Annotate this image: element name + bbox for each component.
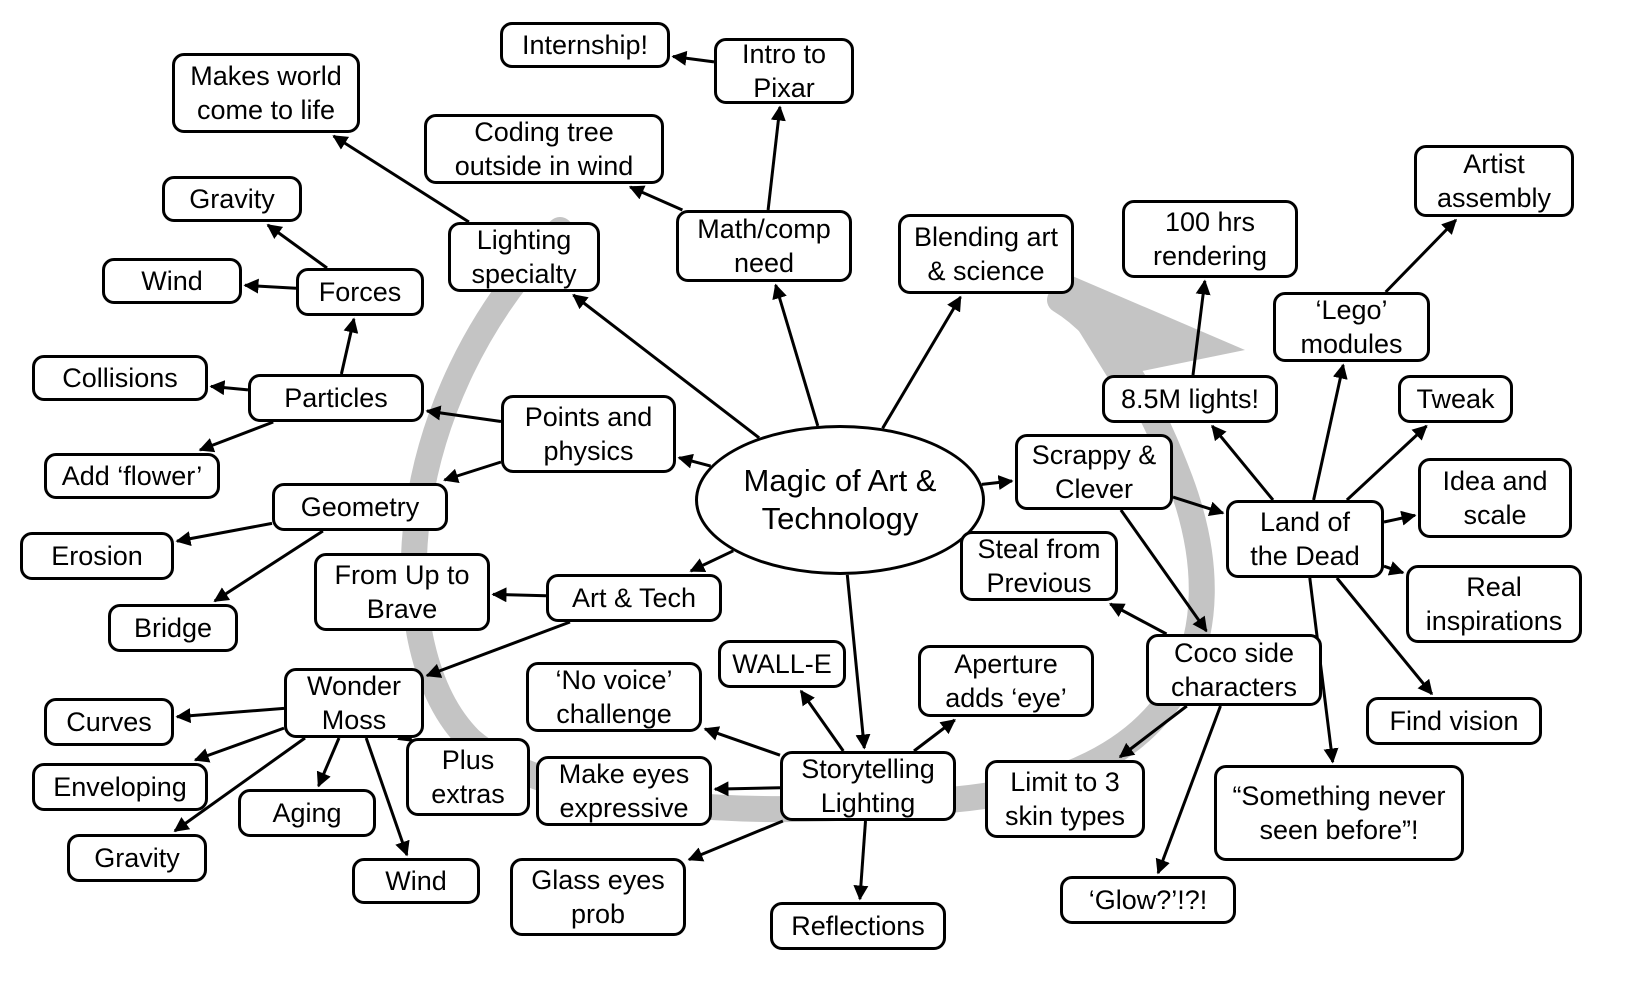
node-wall-e: WALL-E: [718, 640, 846, 688]
node-makes-world-come-to-life: Makes world come to life: [172, 53, 360, 133]
edge-points-physics-to-geometry: [443, 460, 502, 484]
node-coco-side-characters: Coco side characters: [1146, 634, 1322, 706]
edge-center-to-blending: [881, 295, 962, 430]
edge-center-to-scrappy: [981, 475, 1014, 490]
node-make-eyes-expressive: Make eyes expressive: [536, 756, 712, 826]
node-100-hrs-rendering: 100 hrs rendering: [1122, 200, 1298, 278]
cycle-arrowhead: [1035, 260, 1245, 378]
edge-center-to-lighting-specialty: [572, 293, 761, 439]
edge-center-to-art-tech: [689, 549, 734, 573]
node-intro-to-pixar: Intro to Pixar: [714, 38, 854, 104]
edge-storytelling-to-no-voice: [703, 726, 781, 757]
edge-geometry-to-erosion: [175, 521, 273, 547]
edge-storytelling-to-reflections: [853, 820, 869, 901]
edge-particles-to-collisions: [209, 380, 249, 396]
edge-land-dead-to-tweak: [1345, 424, 1428, 502]
edge-art-tech-to-up-brave: [491, 587, 547, 603]
edge-math-comp-to-coding-tree: [628, 185, 684, 212]
node-wind-forces: Wind: [102, 258, 242, 304]
node-wonder-moss: Wonder Moss: [284, 668, 424, 738]
node-blending-art-science: Blending art & science: [898, 214, 1074, 294]
node-lighting-specialty: Lighting specialty: [448, 222, 600, 292]
node-glow: ‘Glow?’!?!: [1060, 876, 1236, 924]
edges-layer: [173, 50, 1457, 901]
node-points-and-physics: Points and physics: [501, 395, 676, 473]
edge-lighting-specialty-to-makes-world: [332, 134, 470, 224]
node-wind-moss: Wind: [352, 858, 480, 904]
node-artist-assembly: Artist assembly: [1414, 145, 1574, 217]
edge-wonder-moss-to-curves: [175, 706, 285, 724]
node-art-and-tech: Art & Tech: [546, 574, 722, 622]
node-gravity-moss: Gravity: [67, 834, 207, 882]
node-find-vision: Find vision: [1366, 697, 1542, 745]
node-coding-tree: Coding tree outside in wind: [424, 114, 664, 184]
edge-math-comp-to-intro-pixar: [766, 105, 786, 211]
edge-points-physics-to-particles: [425, 405, 502, 423]
node-aging: Aging: [238, 789, 376, 837]
node-erosion: Erosion: [20, 532, 174, 580]
node-curves: Curves: [44, 698, 174, 746]
node-internship: Internship!: [500, 22, 670, 68]
node-collisions: Collisions: [32, 355, 208, 401]
node-math-comp-need: Math/comp need: [676, 210, 852, 282]
node-steal-from-previous: Steal from Previous: [960, 531, 1118, 601]
edge-land-dead-to-idea-scale: [1383, 510, 1417, 526]
node-add-flower: Add ‘flower’: [44, 453, 220, 499]
edge-wonder-moss-to-wind-bottom: [364, 737, 410, 857]
edge-particles-to-forces: [339, 317, 359, 375]
node-something-never-seen-before: “Something never seen before”!: [1214, 765, 1464, 861]
edge-coco-to-steal: [1108, 602, 1168, 636]
node-limit-to-3-skin-types: Limit to 3 skin types: [985, 760, 1145, 838]
node-real-inspirations: Real inspirations: [1406, 565, 1582, 643]
edge-storytelling-to-aperture: [913, 718, 956, 753]
edge-lego-to-artist-assembly: [1384, 218, 1457, 294]
node-geometry: Geometry: [272, 483, 448, 531]
node-aperture-adds-eye: Aperture adds ‘eye’: [918, 645, 1094, 717]
edge-storytelling-to-walle: [799, 689, 845, 752]
central-topic: Magic of Art & Technology: [695, 425, 985, 575]
node-glass-eyes-prob: Glass eyes prob: [510, 858, 686, 936]
edge-geometry-to-bridge: [213, 529, 324, 603]
node-land-of-the-dead: Land of the Dead: [1226, 500, 1384, 578]
node-lego-modules: ‘Lego’ modules: [1273, 292, 1430, 362]
edge-land-dead-to-real-insp: [1383, 561, 1405, 576]
edge-particles-to-add-flower: [198, 420, 274, 453]
edge-forces-to-gravity-top: [266, 223, 328, 270]
edge-scrappy-to-coco: [1119, 509, 1208, 633]
node-storytelling-lighting: Storytelling Lighting: [780, 751, 956, 821]
node-from-up-to-brave: From Up to Brave: [314, 553, 490, 631]
node-enveloping: Enveloping: [32, 763, 208, 811]
edge-scrappy-to-land-dead: [1172, 495, 1225, 517]
edge-wonder-moss-to-enveloping: [193, 726, 285, 763]
edge-land-dead-to-lights: [1211, 424, 1275, 501]
node-idea-and-scale: Idea and scale: [1418, 458, 1572, 538]
edge-storytelling-to-glass-eyes: [687, 819, 784, 862]
node-no-voice-challenge: ‘No voice’ challenge: [526, 662, 702, 732]
edge-land-dead-to-lego: [1312, 363, 1348, 501]
edge-coco-to-limit-skin: [1118, 704, 1188, 759]
edge-coco-to-glow: [1155, 705, 1222, 875]
edge-art-tech-to-wonder-moss: [425, 620, 571, 678]
node-particles: Particles: [248, 374, 424, 422]
node-forces: Forces: [296, 268, 424, 316]
edge-center-to-points-physics: [677, 453, 712, 469]
node-scrappy-clever: Scrappy & Clever: [1015, 434, 1173, 510]
edge-forces-to-wind-top: [243, 278, 297, 294]
node-plus-extras: Plus extras: [406, 738, 530, 816]
node-reflections: Reflections: [770, 902, 946, 950]
node-gravity-forces: Gravity: [162, 176, 302, 222]
edge-wonder-moss-to-aging: [316, 737, 341, 788]
edge-land-dead-to-find-vision: [1335, 577, 1434, 696]
node-tweak: Tweak: [1398, 375, 1513, 423]
edge-storytelling-to-make-eyes: [713, 781, 781, 797]
edge-center-to-math-comp: [772, 283, 820, 427]
node-8-5m-lights: 8.5M lights!: [1102, 375, 1278, 423]
node-bridge: Bridge: [108, 604, 238, 652]
edge-wonder-moss-to-gravity-bottom: [173, 736, 306, 833]
edge-lights-to-hrs-rendering: [1191, 279, 1211, 376]
edge-center-to-storytelling: [845, 574, 871, 750]
edge-intro-pixar-to-internship: [671, 50, 715, 66]
